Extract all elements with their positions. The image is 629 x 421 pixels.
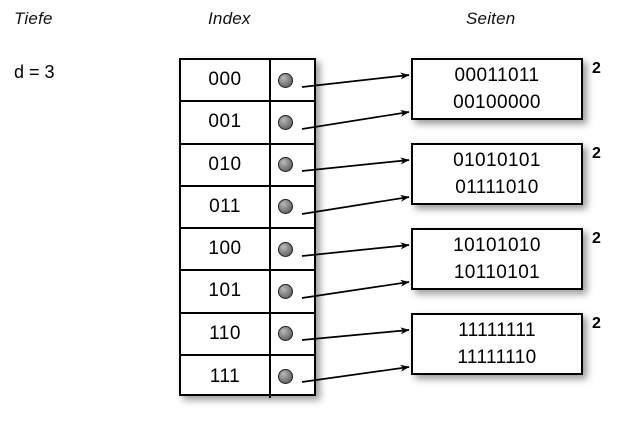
filled-circle-icon <box>278 157 293 173</box>
page-box[interactable]: 01010101 01111010 <box>411 143 583 205</box>
filled-circle-icon <box>278 72 293 88</box>
page-record-count: 2 <box>592 60 601 77</box>
column-heading-depth: Tiefe <box>14 9 53 28</box>
index-pointer-cell[interactable] <box>271 102 314 142</box>
index-pointer-cell[interactable] <box>271 356 314 398</box>
filled-circle-icon <box>278 241 293 257</box>
page-record: 11111110 <box>457 347 537 368</box>
page-record: 11111111 <box>458 320 536 341</box>
pointer-arrow <box>301 194 410 215</box>
pointer-arrow <box>301 242 410 257</box>
depth-value: d = 3 <box>14 62 55 82</box>
page-record: 10110101 <box>453 262 541 283</box>
page-record-count: 2 <box>592 315 601 332</box>
page-record: 01111010 <box>455 177 539 198</box>
column-heading-index: Index <box>208 9 251 28</box>
page-record: 01010101 <box>453 150 541 171</box>
page-record: 00011011 <box>454 65 540 86</box>
index-key: 000 <box>181 60 271 101</box>
index-row[interactable]: 110 <box>181 313 314 356</box>
index-key: 111 <box>181 355 271 398</box>
index-row[interactable]: 100 <box>181 229 314 272</box>
index-pointer-cell[interactable] <box>271 187 314 227</box>
filled-circle-icon <box>278 114 293 130</box>
index-row[interactable]: 000 <box>181 60 314 103</box>
filled-circle-icon <box>278 369 293 385</box>
filled-circle-icon <box>278 283 293 299</box>
page-record: 00100000 <box>453 92 541 113</box>
column-heading-pages: Seiten <box>466 9 516 28</box>
index-key: 101 <box>181 271 271 312</box>
index-row[interactable]: 011 <box>181 186 314 229</box>
page-box[interactable]: 00011011 00100000 <box>411 58 583 120</box>
page-box[interactable]: 11111111 11111110 <box>411 313 583 375</box>
pointer-arrow <box>301 157 410 172</box>
pointer-arrow <box>301 72 410 88</box>
index-key: 001 <box>181 102 271 143</box>
index-key: 010 <box>181 144 271 185</box>
index-row[interactable]: 101 <box>181 271 314 314</box>
page-record-count: 2 <box>592 230 601 247</box>
index-row[interactable]: 111 <box>181 355 314 398</box>
index-table: 000 001 010 011 100 <box>179 58 316 398</box>
index-row[interactable]: 001 <box>181 102 314 145</box>
filled-circle-icon <box>278 199 293 215</box>
index-pointer-cell[interactable] <box>271 314 314 354</box>
filled-circle-icon <box>278 326 293 342</box>
index-pointer-cell[interactable] <box>271 271 314 311</box>
index-pointer-cell[interactable] <box>271 60 314 100</box>
index-pointer-cell[interactable] <box>271 145 314 185</box>
page-box[interactable]: 10101010 10110101 <box>411 228 583 290</box>
index-key: 011 <box>181 186 271 227</box>
pointer-arrow <box>301 364 410 383</box>
page-record: 10101010 <box>453 235 541 256</box>
index-key: 110 <box>181 313 271 354</box>
index-row[interactable]: 010 <box>181 144 314 187</box>
pointer-arrow <box>301 327 410 341</box>
page-record-count: 2 <box>592 145 601 162</box>
index-key: 100 <box>181 229 271 270</box>
pointer-arrow <box>301 109 410 130</box>
pointer-arrow <box>301 279 410 299</box>
index-pointer-cell[interactable] <box>271 229 314 269</box>
